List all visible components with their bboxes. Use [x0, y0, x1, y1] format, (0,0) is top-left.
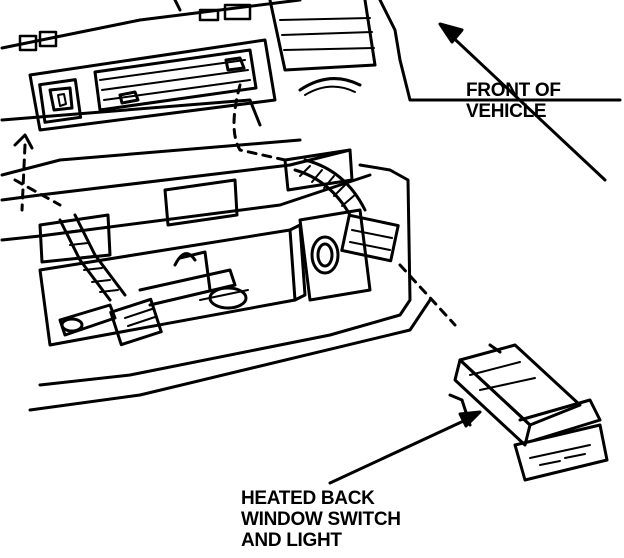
front-of-vehicle-label: FRONT OF VEHICLE — [466, 80, 561, 122]
dashed-routing — [13, 83, 457, 327]
wiring-harness-right — [293, 158, 400, 263]
routing-arrowhead — [13, 133, 34, 150]
switch-leader-line — [328, 410, 482, 485]
wiring-harness-left — [58, 213, 163, 347]
switch-label-line-1: HEATED BACK — [241, 488, 375, 509]
switch-label: HEATED BACK WINDOW SWITCH AND LIGHT — [241, 488, 401, 551]
front-of-vehicle-arrow — [438, 22, 607, 182]
air-vents — [268, 0, 377, 96]
heated-back-window-switch — [448, 343, 609, 482]
recess-components — [58, 250, 249, 337]
switch-label-line-3: AND LIGHT — [241, 530, 342, 551]
dash-upper-panel — [0, 0, 622, 177]
switch-recess — [38, 208, 372, 347]
front-label-line-1: FRONT OF — [466, 80, 561, 101]
front-label-line-2: VEHICLE — [466, 101, 547, 122]
top-left-buttons — [18, 3, 252, 52]
switch-label-line-2: WINDOW SWITCH — [241, 509, 401, 530]
lower-dash-bezel — [0, 148, 432, 412]
panel-cutouts — [38, 148, 354, 264]
climate-control-panel — [28, 38, 277, 132]
